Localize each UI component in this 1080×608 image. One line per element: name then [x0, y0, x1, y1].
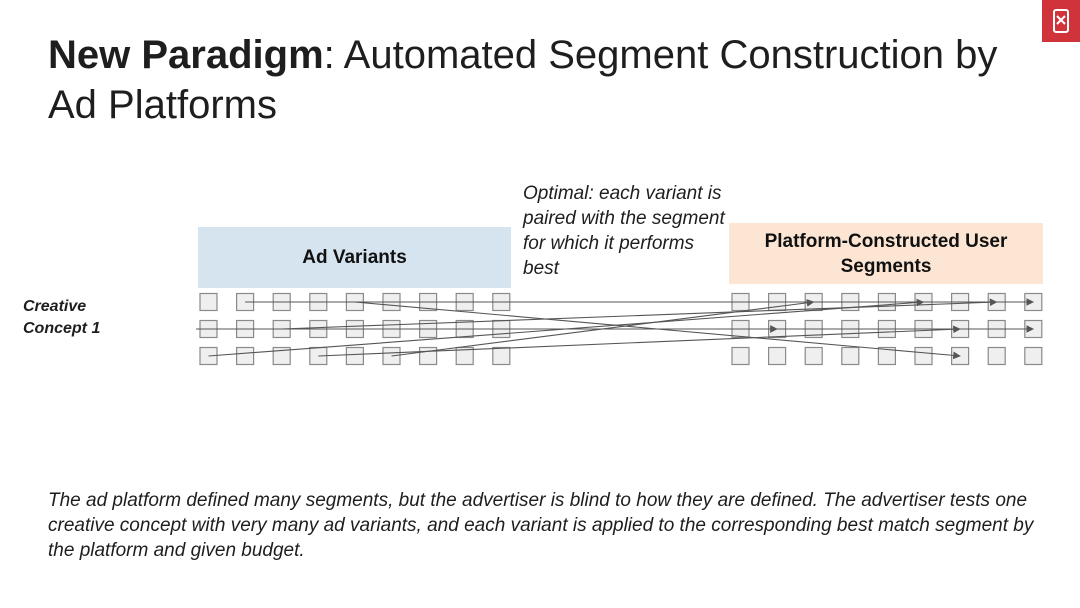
pairing-arrow: [391, 299, 815, 357]
ad-variant-square: [492, 346, 511, 366]
slide-title: New Paradigm: Automated Segment Construc…: [48, 30, 1038, 130]
pairing-arrow: [318, 325, 961, 357]
ad-variant-square: [272, 346, 291, 366]
segment-square: [731, 346, 750, 366]
pairing-arrow: [281, 298, 998, 330]
pairing-arrows: [208, 298, 1035, 360]
segment-square: [767, 346, 787, 366]
ad-variant-square: [199, 292, 218, 312]
segments-label: Platform-Constructed User Segments: [764, 230, 1008, 277]
segment-square: [1024, 346, 1043, 366]
ad-variants-box: Ad Variants: [198, 227, 511, 288]
ad-variants-label: Ad Variants: [302, 247, 407, 268]
ad-variant-square: [455, 346, 474, 366]
corner-badge: [1042, 0, 1080, 42]
ad-variant-square: [345, 346, 364, 366]
segment-square: [914, 346, 933, 366]
slide-caption: The ad platform defined many segments, b…: [48, 490, 1034, 561]
pairing-arrow: [208, 298, 925, 357]
slide-title-rest: : Automated Segment Construction by Ad P…: [48, 33, 998, 127]
creative-concept-label: Creative Concept 1: [23, 298, 101, 337]
phone-icon: [1053, 9, 1069, 33]
segments-box: Platform-Constructed User Segments: [729, 223, 1043, 284]
segment-square: [877, 346, 897, 366]
slide-title-bold: New Paradigm: [48, 33, 324, 77]
ad-variant-square: [236, 346, 255, 366]
optimal-annotation: Optimal: each variant is paired with the…: [523, 183, 725, 279]
segment-square: [841, 346, 860, 366]
segment-square: [804, 346, 823, 366]
segment-square: [987, 346, 1006, 366]
